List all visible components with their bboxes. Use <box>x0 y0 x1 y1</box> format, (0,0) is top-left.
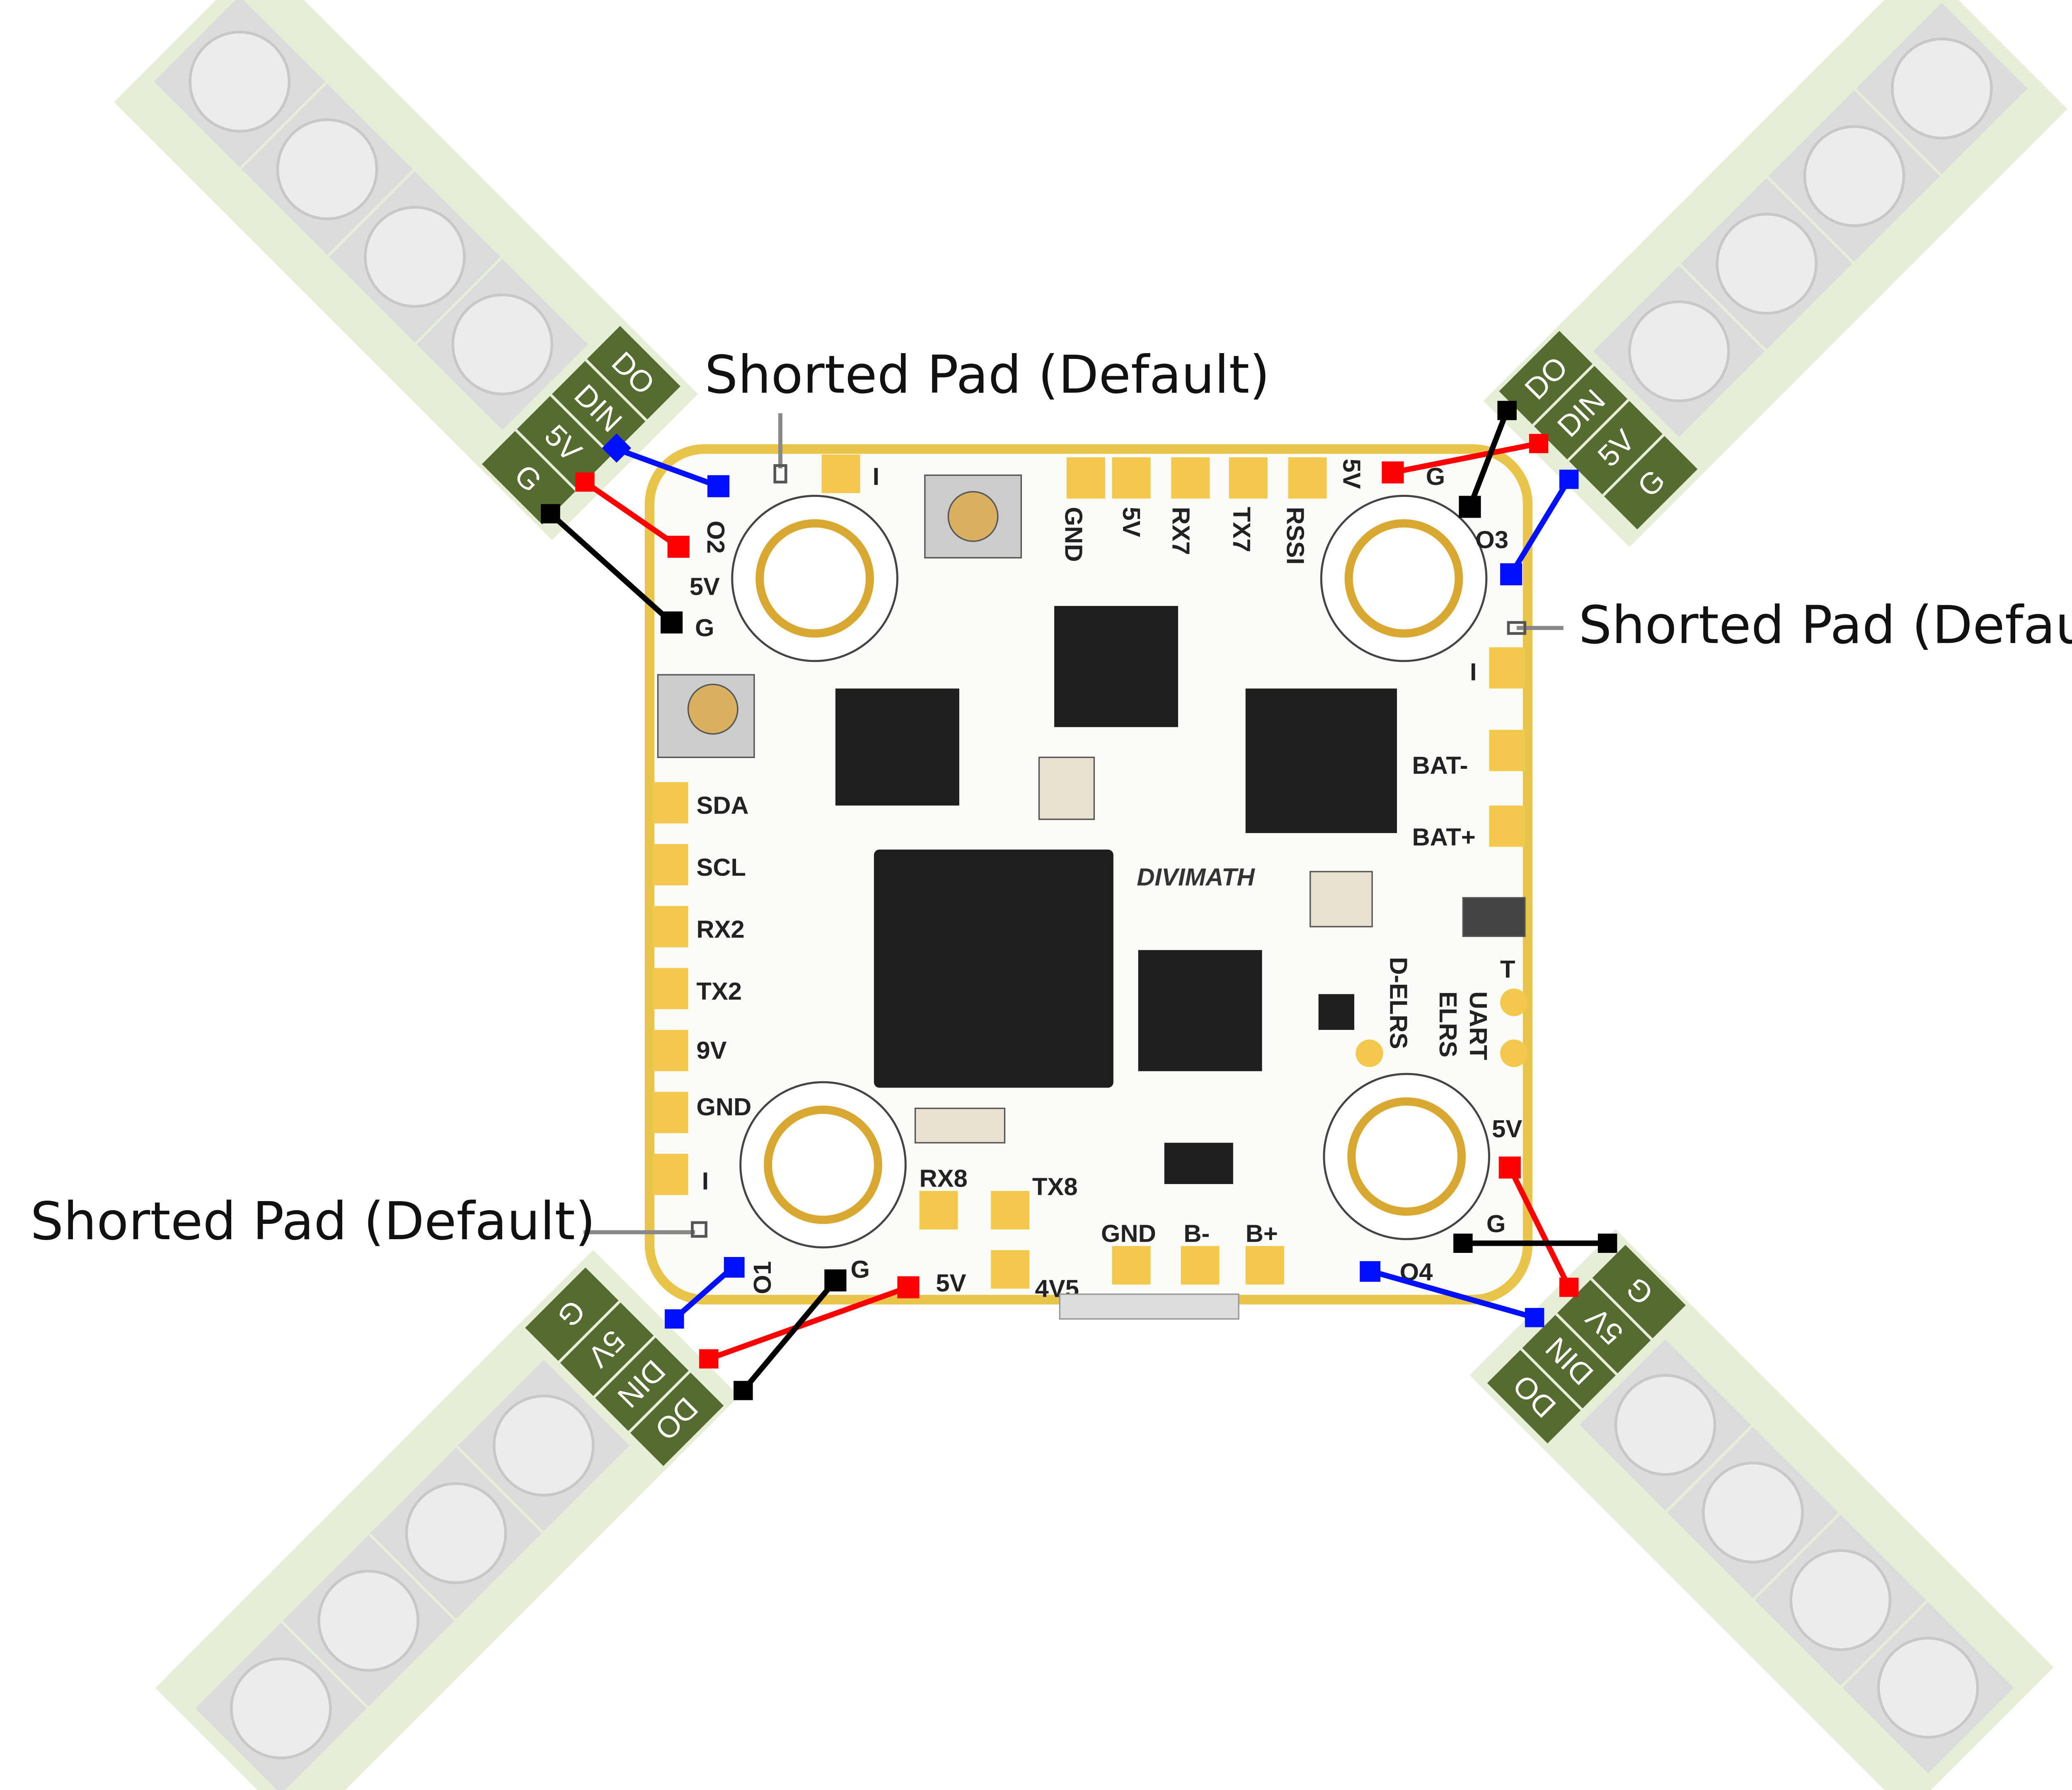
pad-label-tx7: TX7 <box>1228 507 1256 552</box>
brand-logo-text: DIVIMATH <box>1137 863 1255 891</box>
antenna-connectors <box>657 474 1022 758</box>
pad-label-5v-tl: 5V <box>690 572 720 600</box>
pad-label-5v-bottom: 5V <box>936 1269 966 1297</box>
pad-label-i-right: I <box>1470 658 1477 685</box>
pad-label-t: T <box>1500 955 1515 983</box>
pad-label-sda: SDA <box>697 792 749 819</box>
led-strip-bottom-left: DO DIN 5V G <box>155 1250 739 1790</box>
strip-pads: G 5V DIN DO <box>1487 1245 1686 1444</box>
pad-label-bat-minus: BAT- <box>1412 751 1468 779</box>
usb-connector <box>1059 1293 1239 1320</box>
wire-5v <box>575 434 1579 1369</box>
pad-label-o1: O1 <box>748 1261 776 1294</box>
pad-label-rx8: RX8 <box>920 1165 968 1192</box>
pad-label-5v-tr: 5V <box>1338 459 1365 489</box>
pad-label-b-minus: B- <box>1184 1219 1210 1247</box>
callout-text: Shorted Pad (Default) <box>704 344 1270 405</box>
pad-label-tx8: TX8 <box>1032 1173 1078 1201</box>
led-strip-top-right: DO DIN 5V G <box>1484 0 2067 547</box>
pad-label-5v-br: 5V <box>1492 1115 1522 1143</box>
pad-label-rx7: RX7 <box>1167 507 1195 555</box>
pad-label-rssi: RSSI <box>1281 507 1309 565</box>
mounting-holes <box>731 494 1490 1249</box>
flight-controller-board: DIVIMATH SDA SCL RX2 TX2 9V GND I GND 5V… <box>644 444 1533 1320</box>
callout-text: Shorted Pad (Default) <box>30 1191 595 1252</box>
strip-pads: G 5V DIN DO <box>482 326 680 525</box>
callout-text: Shorted Pad (Default) <box>1578 595 2072 656</box>
pad-label-o3: O3 <box>1475 526 1508 554</box>
pad-label-b-plus: B+ <box>1246 1219 1278 1247</box>
pad-label-g-tl: G <box>695 614 714 642</box>
label-d-elrs: D-ELRS <box>1385 957 1412 1049</box>
wire-ground <box>541 401 1617 1400</box>
label-uart: UART <box>1464 991 1492 1060</box>
pad-label-g-bottom: G <box>850 1255 870 1283</box>
pad-label-9v: 9V <box>697 1037 727 1064</box>
pad-label-5v-top: 5V <box>1118 507 1145 537</box>
callout-bottom-left: Shorted Pad (Default) <box>30 1191 708 1252</box>
gold-pads <box>652 454 1528 1289</box>
pad-label-g-br: G <box>1486 1210 1506 1238</box>
callout-top: Shorted Pad (Default) <box>704 344 1270 484</box>
label-elrs: ELRS <box>1434 991 1462 1057</box>
wire-data <box>602 433 1579 1329</box>
led-strip-bottom-right: G 5V DIN DO <box>1470 1229 2054 1790</box>
callout-right: Shorted Pad (Default) <box>1507 595 2072 656</box>
pad-label-gnd: GND <box>697 1093 752 1121</box>
wires <box>541 401 1617 1400</box>
pad-label-i: I <box>702 1167 709 1195</box>
crystals <box>914 756 1526 1143</box>
pad-label-rx2: RX2 <box>697 915 745 943</box>
pad-label-gnd-top: GND <box>1060 507 1088 562</box>
chips <box>835 606 1397 1184</box>
pad-label-tx2: TX2 <box>697 977 742 1005</box>
pad-label-o2: O2 <box>702 521 730 554</box>
pad-label-i-top: I <box>873 463 880 490</box>
pad-label-scl: SCL <box>697 853 746 881</box>
pad-label-bat-plus: BAT+ <box>1412 823 1476 851</box>
pad-label-gnd-bottom: GND <box>1101 1219 1156 1247</box>
led-strip-top-left: G 5V DIN DO <box>114 0 698 540</box>
